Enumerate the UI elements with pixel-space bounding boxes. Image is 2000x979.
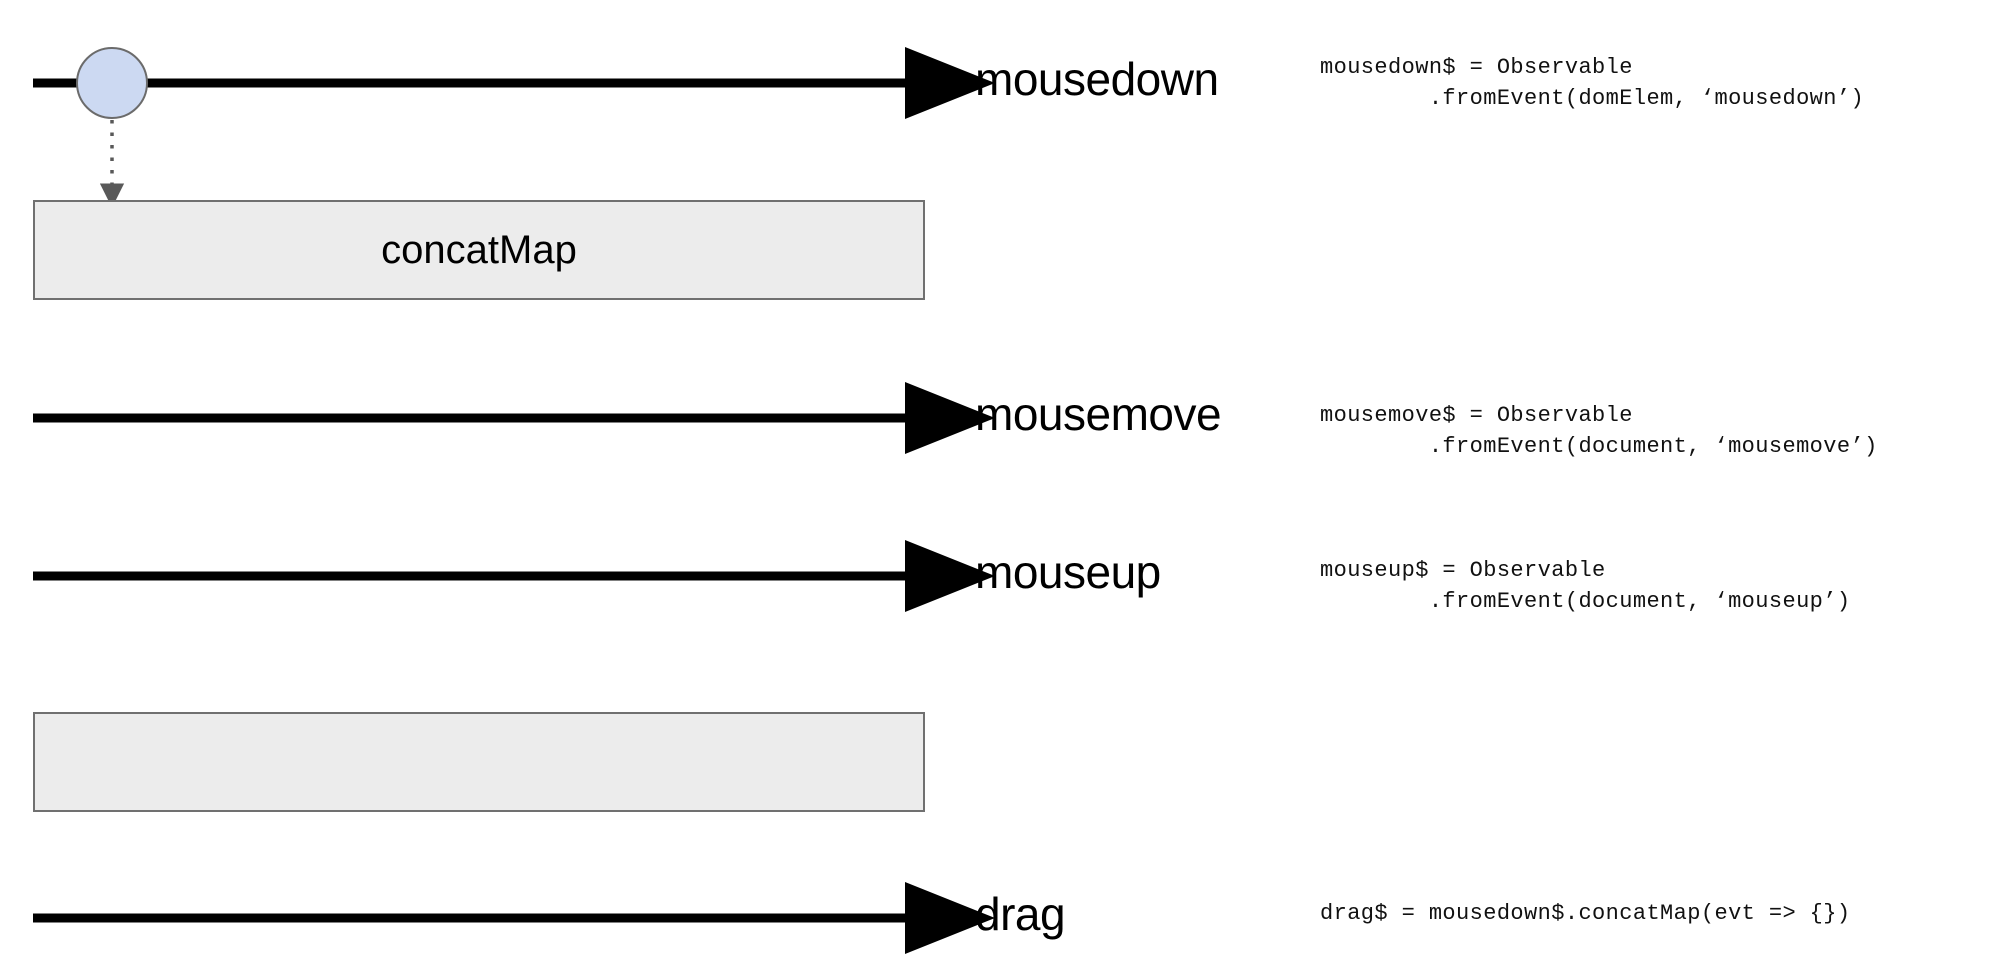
operator-box-concatmap-bottom[interactable] [33, 712, 925, 812]
operator-label-concatmap: concatMap [381, 228, 577, 272]
operator-box-concatmap-top[interactable]: concatMap [33, 200, 925, 300]
stream-label-drag: drag [975, 888, 1066, 940]
stream-label-mouseup: mouseup [975, 546, 1161, 598]
code-snippet-mousedown: mousedown$ = Observable .fromEvent(domEl… [1320, 55, 1865, 112]
code-snippet-drag: drag$ = mousedown$.concatMap(evt => {}) [1320, 901, 1851, 926]
mousedown-marble[interactable] [76, 47, 148, 119]
stream-label-mousedown: mousedown [975, 53, 1219, 105]
code-snippet-mouseup: mouseup$ = Observable .fromEvent(documen… [1320, 558, 1851, 615]
stream-label-mousemove: mousemove [975, 388, 1222, 440]
code-snippet-mousemove: mousemove$ = Observable .fromEvent(docum… [1320, 403, 1878, 460]
